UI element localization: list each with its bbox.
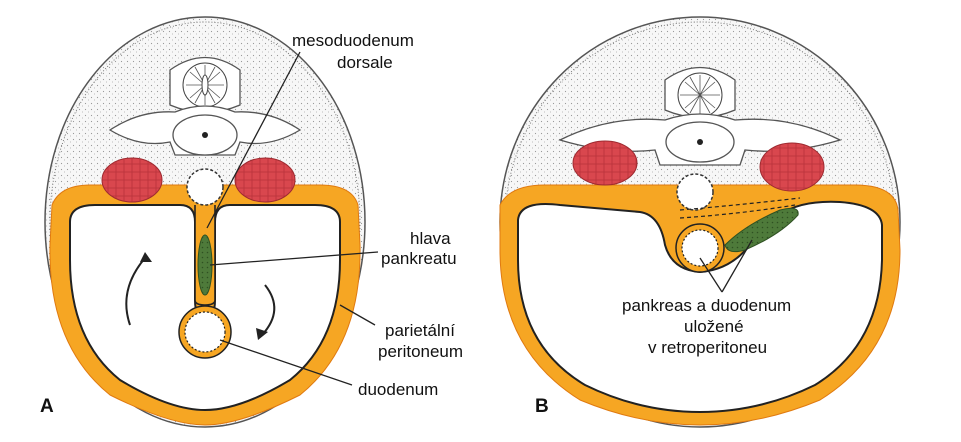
panel-a-rotation-arrow-right	[261, 284, 276, 336]
panel-a-arrowhead-left	[140, 252, 152, 262]
leader-retro-1	[699, 257, 723, 293]
panel-b: B	[499, 16, 901, 428]
panel-b-spinal-cord	[664, 67, 736, 119]
panel-a-duodenum	[178, 305, 232, 359]
label-duodenum: duodenum	[358, 380, 438, 399]
leader-mesoduodenum	[206, 51, 301, 229]
label-retro-line1: pankreas a duodenum	[622, 296, 791, 315]
panel-a-kidney-left	[101, 157, 163, 203]
label-retro-line2: uložené	[684, 317, 744, 336]
panel-b-fusion-fascia	[679, 197, 801, 211]
panel-b-kidney-left	[572, 140, 638, 186]
leader-lines	[206, 51, 753, 386]
label-retro-line3: v retroperitoneu	[648, 338, 767, 357]
label-parietal-line2: peritoneum	[378, 342, 463, 361]
panel-b-letter: B	[535, 396, 549, 417]
panel-a-aorta	[186, 168, 224, 206]
panel-b-peritoneal-cavity	[517, 200, 883, 414]
leader-duodenum	[219, 339, 353, 386]
panel-a-letter: A	[40, 396, 54, 417]
panel-a-spinal-cord	[169, 57, 241, 114]
panel-b-fusion-fascia-lower	[679, 204, 796, 219]
label-mesoduodenum-line1: mesoduodenum	[292, 31, 414, 50]
panel-b-aorta	[676, 173, 714, 211]
panel-a-kidney-right	[234, 157, 296, 203]
panel-b-vertebra	[558, 113, 842, 166]
panel-a-pancreas-head	[197, 234, 213, 296]
panel-b-pancreas	[724, 207, 799, 253]
label-mesoduodenum-line2: dorsale	[337, 53, 393, 72]
label-hlava-line2: pankreatu	[381, 249, 457, 268]
label-parietal-line1: parietální	[385, 321, 455, 340]
leader-parietal	[339, 304, 376, 326]
leader-retro-2	[721, 239, 753, 293]
panel-a-arrowhead-right	[256, 328, 268, 340]
panel-b-duodenum	[675, 223, 725, 273]
panel-a: A	[40, 16, 366, 428]
leader-hlava	[209, 251, 379, 266]
label-hlava-line1: hlava	[410, 229, 451, 248]
panel-a-rotation-arrow-left	[125, 257, 146, 326]
panel-b-kidney-right	[759, 142, 825, 192]
labels: mesoduodenum dorsale hlava pankreatu par…	[292, 31, 791, 399]
